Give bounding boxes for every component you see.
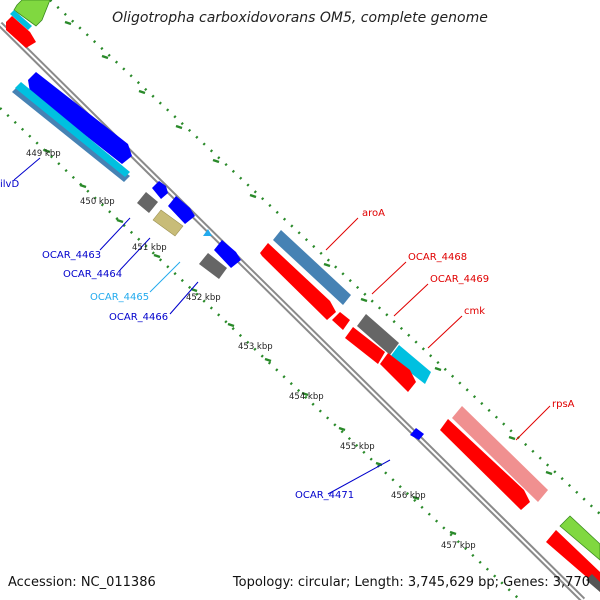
tick-label-452: 452 kbp [186,293,221,303]
summary-text: Topology: circular; Length: 3,745,629 bp… [232,575,590,590]
tick-label-451: 451 kbp [132,243,167,253]
gene-ocar4469-gray[interactable] [357,314,399,355]
tick-label-455: 455 kbp [340,442,375,452]
gene-label-cmk[interactable]: cmk [464,306,485,317]
gene-cmk-red2[interactable] [380,353,416,392]
chart-title: Oligotropha carboxidovorans OM5, complet… [112,10,488,26]
gene-ocar4466-gray[interactable] [199,253,227,279]
gene-label-ocar4463[interactable]: OCAR_4463 [42,250,101,261]
gene-ocar4466[interactable] [214,240,241,268]
gene-ocar4471[interactable] [410,428,424,440]
gene-br-red[interactable] [546,530,600,592]
gene-label-ocar4468[interactable]: OCAR_4468 [408,252,467,263]
gene-aroA-steel[interactable] [273,230,351,305]
gene-ocar4464-khaki[interactable] [152,209,184,237]
tick-label-456: 456 kbp [391,491,426,501]
gene-ocar4463[interactable] [152,181,168,199]
ruler-ticks [43,20,553,536]
gene-br-green[interactable] [559,515,600,561]
gene-label-aroA[interactable]: aroA [362,208,385,219]
gene-aroA-red[interactable] [260,243,336,320]
accession-text: Accession: NC_011386 [8,575,156,590]
gene-top-red[interactable] [6,16,36,48]
gene-label-ocar4466[interactable]: OCAR_4466 [109,312,168,323]
gene-rpsA-pink[interactable] [452,406,548,502]
gene-cmk-cyan[interactable] [390,345,431,384]
gene-ocar4468-red[interactable] [332,312,350,330]
gene-ilvD-blue[interactable] [28,72,132,164]
gene-top-cyan[interactable] [10,10,32,30]
gene-cmk-red[interactable] [345,327,385,364]
leader-lines [13,157,551,495]
tick-label-449: 449 kbp [26,149,61,159]
gene-rpsA-red[interactable] [440,419,530,510]
gene-ocar4465[interactable] [203,229,212,236]
gene-label-ilvD[interactable]: ilvD [0,179,19,190]
gene-ocar4464[interactable] [137,192,158,213]
gene-br-gray[interactable] [586,574,600,592]
gene-ilvD-steel[interactable] [12,86,130,182]
tick-label-453: 453 kbp [238,342,273,352]
gene-label-ocar4471[interactable]: OCAR_4471 [295,490,354,501]
tick-label-454: 454 kbp [289,392,324,402]
gene-label-ocar4469[interactable]: OCAR_4469 [430,274,489,285]
gene-label-rpsA[interactable]: rpsA [552,399,575,410]
gene-ilvD-cyan[interactable] [15,82,130,177]
gene-label-ocar4464[interactable]: OCAR_4464 [63,269,122,280]
gene-ocar4463-b[interactable] [168,196,195,224]
tick-label-450: 450 kbp [80,197,115,207]
gene-label-ocar4465[interactable]: OCAR_4465 [90,292,149,303]
tick-label-457: 457 kbp [441,541,476,551]
